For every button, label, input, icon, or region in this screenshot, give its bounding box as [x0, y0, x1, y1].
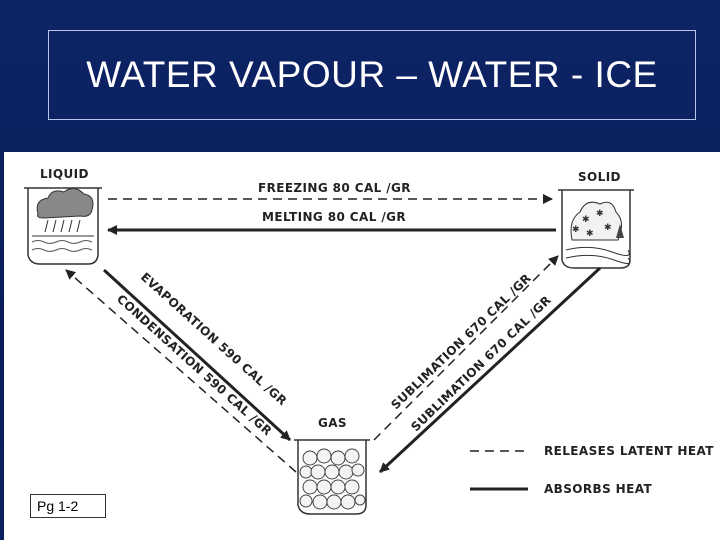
cloud-icon [37, 188, 93, 218]
title-frame: WATER VAPOUR – WATER - ICE [48, 30, 696, 120]
sublimation-down-arrow [380, 268, 600, 472]
svg-text:✱: ✱ [596, 209, 604, 219]
liquid-label: LIQUID [40, 167, 89, 181]
freezing-label: FREEZING 80 CAL /GR [258, 181, 411, 195]
gas-label: GAS [318, 416, 347, 430]
svg-text:✱: ✱ [572, 225, 580, 235]
page-reference-box: Pg 1-2 [30, 494, 106, 518]
phase-change-diagram: LIQUID ✱ ✱ ✱ ✱ ✱ SOLID [4, 152, 720, 540]
solid-label: SOLID [578, 170, 621, 184]
solid-beaker: ✱ ✱ ✱ ✱ ✱ [558, 190, 634, 268]
liquid-beaker [24, 188, 102, 264]
page-title: WATER VAPOUR – WATER - ICE [86, 54, 657, 96]
diagram-panel: LIQUID ✱ ✱ ✱ ✱ ✱ SOLID [4, 152, 720, 540]
gas-beaker [294, 440, 370, 514]
legend-dashed-label: RELEASES LATENT HEAT [544, 444, 714, 458]
evaporation-arrow [104, 270, 290, 440]
svg-text:✱: ✱ [582, 215, 590, 225]
legend: RELEASES LATENT HEAT ABSORBS HEAT [470, 444, 714, 496]
svg-text:✱: ✱ [604, 223, 612, 233]
bubbles-icon [300, 449, 365, 509]
rain-icon [45, 220, 80, 232]
melting-label: MELTING 80 CAL /GR [262, 210, 406, 224]
svg-text:✱: ✱ [586, 229, 594, 239]
legend-solid-label: ABSORBS HEAT [544, 482, 652, 496]
